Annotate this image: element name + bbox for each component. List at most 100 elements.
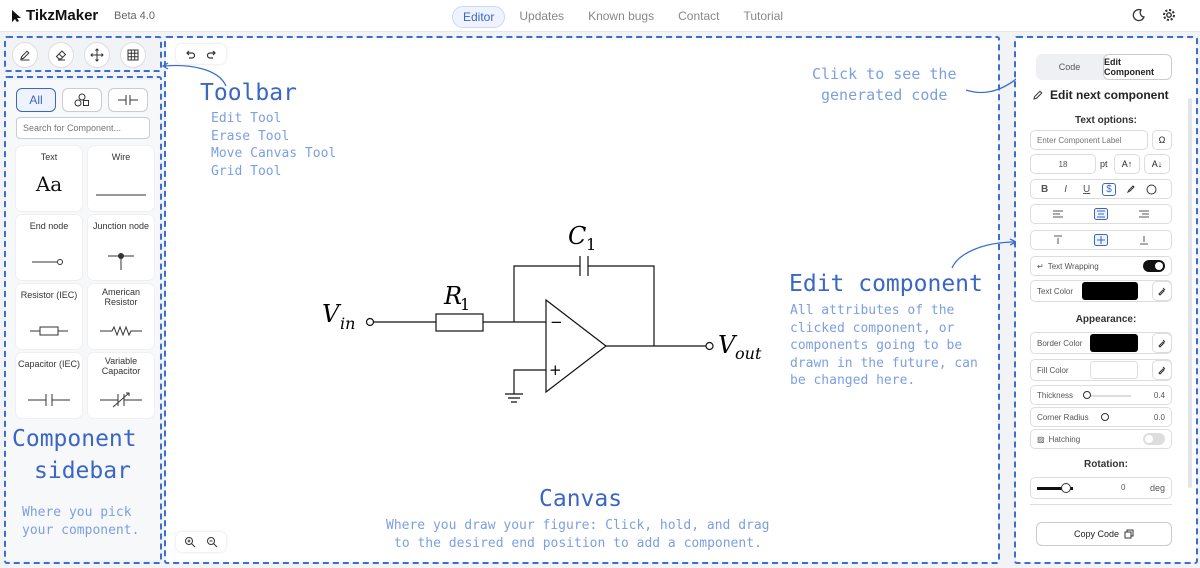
component-label: Resistor (IEC) xyxy=(20,290,78,300)
history-controls xyxy=(176,44,226,64)
outline-text-icon[interactable] xyxy=(1146,184,1157,195)
variable-capacitor-icon xyxy=(100,392,142,408)
american-resistor-icon xyxy=(100,325,142,337)
edit-tool-button[interactable] xyxy=(12,42,38,68)
opamp-circuit-drawing[interactable]: V in R 1 C 1 V out − + xyxy=(300,210,780,410)
nav-tutorial[interactable]: Tutorial xyxy=(743,9,784,23)
align-middle-icon[interactable] xyxy=(1093,234,1108,246)
panel-title-text: Edit next component xyxy=(1050,88,1169,102)
move-canvas-tool-button[interactable] xyxy=(84,42,110,68)
tab-edit-component[interactable]: Edit Component xyxy=(1103,54,1172,80)
component-resistor-iec[interactable]: Resistor (IEC) xyxy=(16,284,82,349)
nav-updates[interactable]: Updates xyxy=(519,9,565,23)
undo-icon[interactable] xyxy=(184,48,196,60)
component-variable-capacitor[interactable]: Variable Capacitor xyxy=(88,353,154,418)
corner-radius-slider-handle[interactable] xyxy=(1101,413,1109,421)
rotation-slider[interactable] xyxy=(1037,487,1073,490)
move-arrows-icon xyxy=(90,48,104,62)
zoom-out-icon[interactable] xyxy=(206,536,218,548)
resistor-r1[interactable] xyxy=(435,313,484,332)
underline-button[interactable]: U xyxy=(1083,183,1091,195)
align-top-icon[interactable] xyxy=(1053,235,1063,245)
font-size-increase-button[interactable]: A↑ xyxy=(1114,154,1140,174)
text-wrapping-toggle[interactable] xyxy=(1143,260,1165,272)
component-label-input[interactable] xyxy=(1030,130,1148,150)
align-bottom-icon[interactable] xyxy=(1139,235,1149,245)
thickness-slider-handle[interactable] xyxy=(1083,391,1091,399)
drawing-canvas[interactable] xyxy=(166,38,998,562)
italic-button[interactable]: I xyxy=(1064,183,1068,195)
highlighter-icon[interactable] xyxy=(1126,184,1136,194)
annotation-toolbar-item: Grid Tool xyxy=(211,163,282,179)
font-size-input[interactable]: 18 xyxy=(1030,154,1096,174)
zoom-in-icon[interactable] xyxy=(184,536,196,548)
horizontal-align-row xyxy=(1030,204,1172,224)
ground[interactable] xyxy=(505,369,546,403)
bold-button[interactable]: B xyxy=(1041,183,1049,195)
pencil-icon xyxy=(1033,90,1043,100)
panel-scrollbar[interactable] xyxy=(1188,98,1192,488)
rotation-slider-handle[interactable] xyxy=(1061,483,1071,493)
tab-code[interactable]: Code xyxy=(1058,62,1081,72)
border-color-swatch[interactable] xyxy=(1090,334,1138,352)
rotation-value[interactable]: 0 xyxy=(1121,483,1126,492)
dark-mode-icon[interactable] xyxy=(1132,8,1146,22)
settings-gear-icon[interactable] xyxy=(1162,8,1176,22)
annotation-edit-desc: All attributes of the xyxy=(790,303,955,318)
text-color-picker-button[interactable] xyxy=(1152,281,1172,301)
component-american-resistor[interactable]: American Resistor xyxy=(88,284,154,349)
font-size-decrease-button[interactable]: A↓ xyxy=(1144,154,1170,174)
capacitor-c1[interactable] xyxy=(579,256,589,276)
grid-tool-button[interactable] xyxy=(120,42,146,68)
annotation-edit-desc: be changed here. xyxy=(790,373,916,388)
nav-contact[interactable]: Contact xyxy=(678,9,720,23)
thickness-slider[interactable] xyxy=(1083,391,1131,399)
filter-all-button[interactable]: All xyxy=(16,88,56,112)
feedback-wire[interactable] xyxy=(513,265,655,346)
align-right-icon[interactable] xyxy=(1139,210,1150,218)
component-text[interactable]: Text Aa xyxy=(16,146,82,211)
annotation-code-hint: Click to see the xyxy=(812,65,957,83)
nav-editor[interactable]: Editor xyxy=(452,6,506,28)
text-options-heading: Text options: xyxy=(1074,115,1138,126)
vin-terminal[interactable] xyxy=(365,317,375,327)
annotation-code-hint: generated code xyxy=(821,86,948,104)
component-junction-node[interactable]: Junction node xyxy=(88,215,154,280)
filter-shapes-button[interactable] xyxy=(62,88,102,112)
app-logo[interactable]: TikzMaker xyxy=(10,7,98,24)
fill-color-swatch[interactable] xyxy=(1090,361,1138,379)
hatching-row: ▨ Hatching xyxy=(1030,429,1172,449)
math-mode-button[interactable]: $ xyxy=(1102,182,1116,196)
annotation-edit-desc: drawn in the future, can xyxy=(790,355,978,371)
hatching-icon: ▨ xyxy=(1037,434,1045,444)
redo-icon[interactable] xyxy=(206,48,218,60)
component-search-input[interactable] xyxy=(16,117,150,139)
pencil-icon xyxy=(20,50,30,61)
nav-known-bugs[interactable]: Known bugs xyxy=(588,9,655,23)
edit-arrow xyxy=(951,238,1018,269)
component-label: Text xyxy=(40,152,58,162)
copy-code-label: Copy Code xyxy=(1073,529,1120,539)
border-color-picker-button[interactable] xyxy=(1152,333,1172,353)
appearance-heading: Appearance: xyxy=(1075,314,1137,325)
copy-code-button[interactable]: Copy Code xyxy=(1036,522,1172,546)
border-color-label: Border Color xyxy=(1037,338,1083,348)
erase-tool-button[interactable] xyxy=(48,42,74,68)
fill-color-picker-button[interactable] xyxy=(1152,360,1172,380)
thickness-value[interactable]: 0.4 xyxy=(1153,391,1165,400)
eyedropper-icon xyxy=(1158,287,1166,296)
component-capacitor-iec[interactable]: Capacitor (IEC) xyxy=(16,353,82,418)
special-char-button[interactable]: Ω xyxy=(1152,130,1172,150)
align-left-icon[interactable] xyxy=(1052,210,1063,218)
vout-terminal[interactable] xyxy=(705,341,714,351)
text-wrapping-label: Text Wrapping xyxy=(1047,261,1099,271)
component-wire[interactable]: Wire xyxy=(88,146,154,211)
text-color-swatch[interactable] xyxy=(1082,282,1138,300)
annotation-edit-title: Edit component xyxy=(789,271,983,297)
hatching-toggle[interactable] xyxy=(1143,433,1165,445)
align-center-icon[interactable] xyxy=(1093,208,1108,220)
component-end-node[interactable]: End node xyxy=(16,215,82,280)
opamp-triangle[interactable] xyxy=(545,298,607,394)
corner-radius-value[interactable]: 0.0 xyxy=(1153,413,1165,422)
filter-circuit-button[interactable] xyxy=(108,88,148,112)
